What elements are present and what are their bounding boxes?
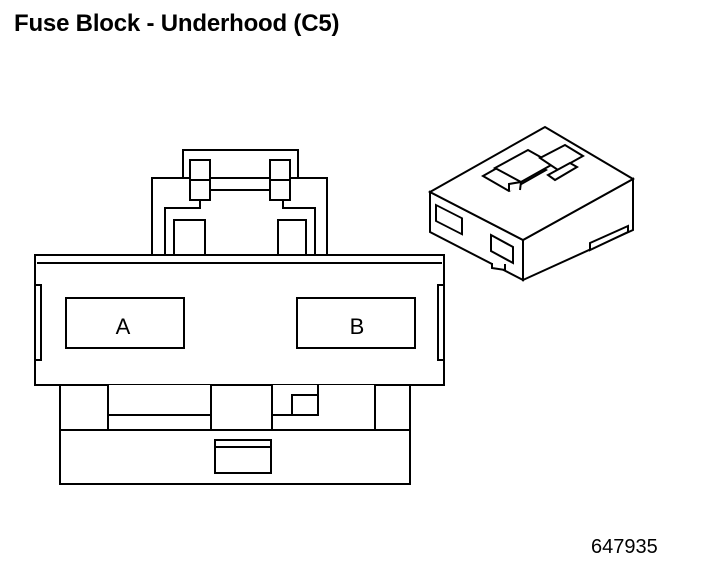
cavity-a-label: A xyxy=(116,314,131,339)
connector-isometric-view xyxy=(427,125,636,282)
cavity-b: B xyxy=(296,297,416,349)
cavity-a: A xyxy=(65,297,185,349)
figure-number: 647935 xyxy=(591,536,658,558)
cavity-b-label: B xyxy=(350,314,365,339)
diagram-title: Fuse Block - Underhood (C5) xyxy=(14,10,340,37)
